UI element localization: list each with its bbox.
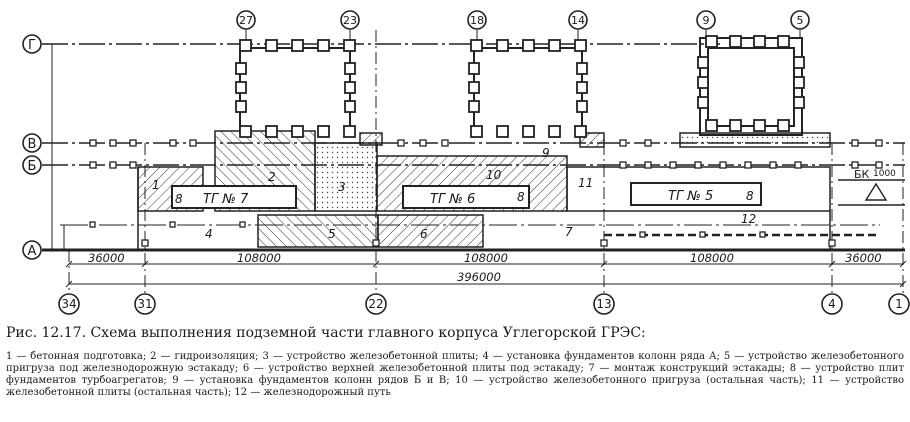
dimension-lines xyxy=(48,43,907,288)
zone-label: 9 xyxy=(542,146,550,160)
dimension-segment: 36000 xyxy=(88,251,125,265)
zone-label: 5 xyxy=(328,227,336,241)
row-axis-lines xyxy=(42,43,905,252)
column-axis-lines xyxy=(68,30,904,293)
turbine-labels: ТГ № 7 ТГ № 6 ТГ № 5 xyxy=(203,189,713,207)
figure-caption: Рис. 12.17. Схема выполнения подземной ч… xyxy=(6,325,646,341)
column-axis-label: 1 xyxy=(895,297,903,311)
foundation-scheme-diagram: БК 1000 36000 108000 108000 108000 36000… xyxy=(22,10,910,315)
column-axis-markers: 34 31 22 13 4 1 xyxy=(58,293,910,315)
dimension-segment: 108000 xyxy=(237,251,281,265)
bk-element xyxy=(838,179,905,206)
turbine-foundations xyxy=(171,182,762,209)
upper-axis-markers: 27 23 18 14 9 5 xyxy=(236,10,810,30)
upper-axis-label: 23 xyxy=(343,14,357,27)
zone-label: 8 xyxy=(175,192,183,206)
column-axis-label: 13 xyxy=(596,297,611,311)
turbine-label: ТГ № 6 xyxy=(430,192,475,207)
dimension-segment: 108000 xyxy=(690,251,734,265)
zone-label: 2 xyxy=(268,170,276,184)
column-axis-label: 22 xyxy=(368,297,383,311)
zone-label: 11 xyxy=(578,176,593,190)
column-axis-label: 31 xyxy=(137,297,152,311)
zone-labels: 1 2 3 4 5 6 7 8 9 10 11 12 8 8 xyxy=(152,146,756,241)
zone-label: 6 xyxy=(420,227,428,241)
dimension-texts: 36000 108000 108000 108000 36000 396000 xyxy=(88,251,882,284)
zone-label: 4 xyxy=(205,227,213,241)
upper-axis-label: 9 xyxy=(703,14,710,27)
dimension-segment: 108000 xyxy=(464,251,508,265)
figure-legend: 1 — бетонная подготовка; 2 — гидроизоляц… xyxy=(6,351,904,398)
column-axis-label: 4 xyxy=(828,297,836,311)
zone-label: 10 xyxy=(486,168,502,182)
upper-axis-label: 18 xyxy=(470,14,484,27)
zone-label: 8 xyxy=(746,189,754,203)
dimension-total: 396000 xyxy=(457,270,501,284)
upper-axis-label: 5 xyxy=(797,14,804,27)
row-axis-markers: Г В Б А xyxy=(22,34,42,260)
turbine-label: ТГ № 7 xyxy=(203,192,249,207)
zone-label: 12 xyxy=(741,212,756,226)
bk-label: БК xyxy=(854,168,870,181)
zone-label: 7 xyxy=(565,225,573,239)
zone-label: 8 xyxy=(517,190,525,204)
row-axis-label: В xyxy=(28,137,37,152)
turbine-label: ТГ № 5 xyxy=(668,189,713,204)
row-footings xyxy=(89,139,883,247)
dimension-segment: 36000 xyxy=(845,251,882,265)
row-axis-label: Г xyxy=(28,38,36,53)
row-axis-label: Б xyxy=(28,159,37,174)
upper-axis-label: 27 xyxy=(239,14,253,27)
upper-axis-label: 14 xyxy=(571,14,585,27)
zone-label: 3 xyxy=(338,180,346,194)
row-axis-label: А xyxy=(28,244,37,259)
bk-value: 1000 xyxy=(873,169,896,179)
zone-label: 1 xyxy=(152,178,160,192)
column-footings xyxy=(235,35,805,138)
column-axis-label: 34 xyxy=(61,297,76,311)
